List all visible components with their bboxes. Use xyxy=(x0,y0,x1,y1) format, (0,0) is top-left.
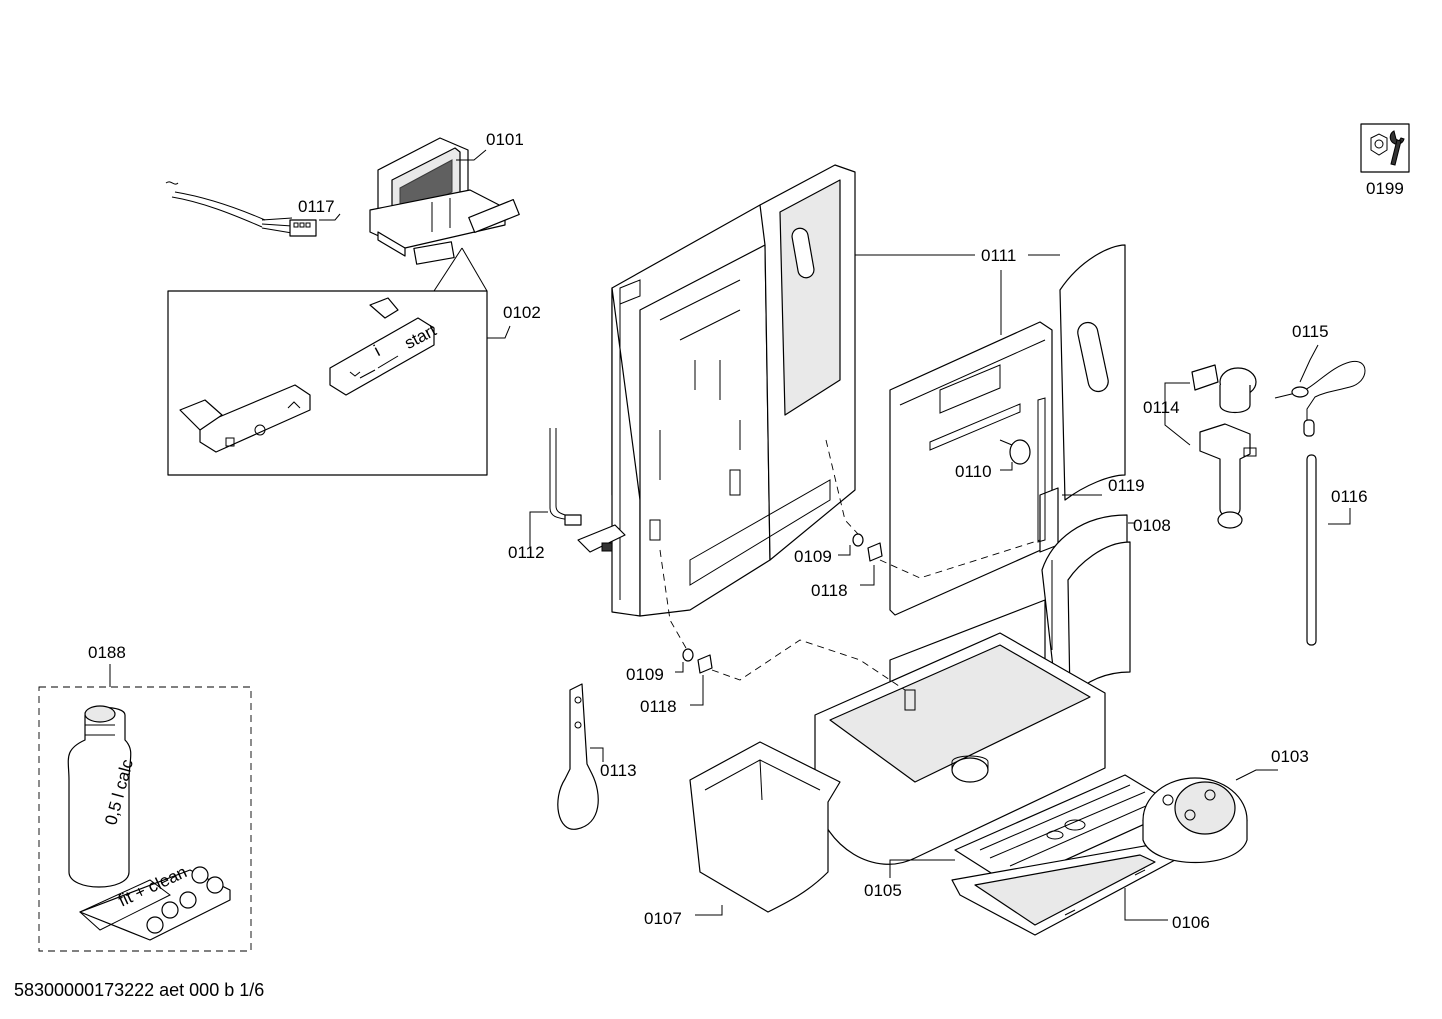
label-0103: 0103 xyxy=(1271,747,1309,766)
main-housing-frame xyxy=(611,164,856,617)
base-tray xyxy=(814,599,1106,865)
grounds-container-0107 xyxy=(689,741,841,913)
side-panel-0108 xyxy=(1041,514,1131,698)
label-0119: 0119 xyxy=(1108,476,1145,495)
label-0105: 0105 xyxy=(864,881,902,900)
label-0113: 0113 xyxy=(600,761,637,780)
label-0111: 0111 xyxy=(981,246,1016,265)
label-0117: 0117 xyxy=(298,197,335,216)
knob-0110 xyxy=(999,439,1031,465)
drip-tray-0106 xyxy=(951,844,1176,936)
cable-harness-0117 xyxy=(165,181,317,237)
label-0106: 0106 xyxy=(1172,913,1210,932)
label-0188: 0188 xyxy=(88,643,126,662)
label-0108: 0108 xyxy=(1133,516,1171,535)
tool-wrench-icon xyxy=(1360,123,1410,173)
rod-0116 xyxy=(1306,454,1317,646)
label-0114: 0114 xyxy=(1143,398,1180,417)
sensor-board-0112 xyxy=(549,428,626,553)
label-0118-lower: 0118 xyxy=(640,697,677,716)
document-code: 58300000173222 aet 000 b 1/6 xyxy=(14,980,265,1000)
label-0102: 0102 xyxy=(503,303,541,322)
round-container-0103 xyxy=(1142,777,1248,863)
button-detail-box-0102: i start xyxy=(167,247,488,476)
label-0109-upper: 0109 xyxy=(794,547,832,566)
label-0112: 0112 xyxy=(508,543,545,562)
care-kit-box-0188: 0,5 l calc fit + clean xyxy=(38,664,252,952)
measuring-spoon-0113 xyxy=(557,683,599,830)
valve-parts-0114 xyxy=(1191,364,1257,529)
control-module-0101 xyxy=(369,137,520,265)
hose-connector-0115 xyxy=(1274,360,1366,437)
label-0110: 0110 xyxy=(955,462,992,481)
label-0199: 0199 xyxy=(1366,179,1404,198)
label-0116: 0116 xyxy=(1331,487,1368,506)
plug-and-clip-parts xyxy=(659,439,1041,691)
label-0115: 0115 xyxy=(1292,322,1329,341)
label-0101: 0101 xyxy=(486,130,524,149)
label-0118-upper: 0118 xyxy=(811,581,848,600)
label-0107: 0107 xyxy=(644,909,682,928)
side-cover xyxy=(1059,244,1126,501)
label-0109-lower: 0109 xyxy=(626,665,664,684)
